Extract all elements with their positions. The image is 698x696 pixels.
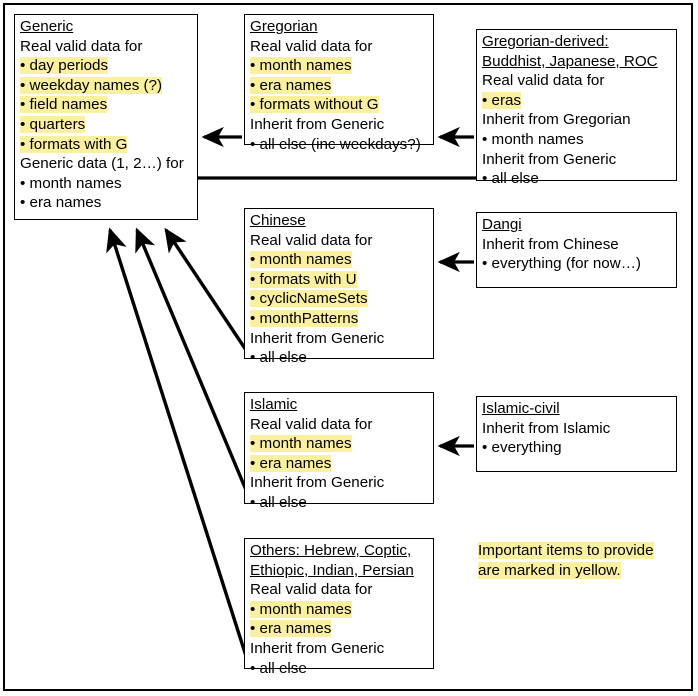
node-dangi[interactable]: Dangi Inherit from Chinese • everything … bbox=[476, 212, 677, 288]
node-generic-line-4: • quarters bbox=[20, 115, 86, 133]
node-others-title2: Ethiopic, Indian, Persian bbox=[250, 561, 414, 579]
node-islamic-civil-line-0: Inherit from Islamic bbox=[482, 419, 611, 437]
node-generic[interactable]: Generic Real valid data for • day period… bbox=[14, 14, 198, 220]
node-others-line-1: • month names bbox=[250, 600, 352, 618]
node-islamic-civil-title: Islamic-civil bbox=[482, 400, 560, 417]
node-islamic-line-4: • all else bbox=[250, 493, 307, 511]
node-dangi-line-0: Inherit from Chinese bbox=[482, 235, 619, 253]
node-chinese-line-6: • all else bbox=[250, 349, 307, 367]
node-gregorian-line-2: • era names bbox=[250, 76, 332, 94]
node-chinese-line-2: • formats with U bbox=[250, 270, 357, 288]
node-gregorian-derived-line-4: Inherit from Generic bbox=[482, 150, 617, 168]
node-generic-line-0: Real valid data for bbox=[20, 37, 143, 55]
node-islamic-line-1: • month names bbox=[250, 435, 352, 453]
diagram-outer-frame bbox=[3, 3, 693, 691]
node-gregorian-derived-title: Gregorian-derived: bbox=[482, 33, 609, 50]
node-islamic-civil-line-1: • everything bbox=[482, 439, 562, 457]
node-chinese-line-5: Inherit from Generic bbox=[250, 329, 385, 347]
node-generic-line-6: Generic data (1, 2…) for bbox=[20, 155, 184, 173]
legend-highlight-note: Important items to provide are marked in… bbox=[478, 541, 654, 580]
node-islamic-civil[interactable]: Islamic-civil Inherit from Islamic • eve… bbox=[476, 396, 677, 472]
node-gregorian[interactable]: Gregorian Real valid data for • month na… bbox=[244, 14, 434, 153]
node-gregorian-line-3: • formats without G bbox=[250, 96, 379, 114]
node-others-title: Others: Hebrew, Coptic, bbox=[250, 542, 412, 559]
node-generic-line-3: • field names bbox=[20, 96, 108, 114]
node-islamic-title: Islamic bbox=[250, 396, 298, 413]
node-dangi-line-1: • everything (for now…) bbox=[482, 255, 641, 273]
node-gregorian-line-1: • month names bbox=[250, 57, 352, 75]
node-chinese-line-3: • cyclicNameSets bbox=[250, 290, 368, 308]
node-generic-line-7: • month names bbox=[20, 174, 122, 192]
node-generic-line-5: • formats with G bbox=[20, 135, 128, 153]
node-gregorian-title: Gregorian bbox=[250, 18, 318, 35]
node-chinese-line-4: • monthPatterns bbox=[250, 309, 359, 327]
legend-line-1: Important items to provide bbox=[478, 542, 654, 559]
node-others-line-2: • era names bbox=[250, 620, 332, 638]
node-gregorian-derived-title2: Buddhist, Japanese, ROC bbox=[482, 52, 658, 70]
node-generic-title: Generic bbox=[20, 18, 74, 35]
node-islamic-line-2: • era names bbox=[250, 454, 332, 472]
node-gregorian-line-5: • all else (inc weekdays?) bbox=[250, 135, 421, 153]
node-others[interactable]: Others: Hebrew, Coptic, Ethiopic, Indian… bbox=[244, 538, 434, 677]
node-dangi-title: Dangi bbox=[482, 216, 522, 233]
node-gregorian-derived-line-1: • eras bbox=[482, 91, 522, 109]
node-gregorian-derived-line-2: Inherit from Gregorian bbox=[482, 111, 631, 129]
node-islamic-line-3: Inherit from Generic bbox=[250, 474, 385, 492]
node-islamic[interactable]: Islamic Real valid data for • month name… bbox=[244, 392, 434, 511]
node-islamic-line-0: Real valid data for bbox=[250, 415, 373, 433]
node-chinese-line-0: Real valid data for bbox=[250, 231, 373, 249]
node-chinese[interactable]: Chinese Real valid data for • month name… bbox=[244, 208, 434, 366]
node-gregorian-line-0: Real valid data for bbox=[250, 37, 373, 55]
node-gregorian-derived-line-3: • month names bbox=[482, 130, 584, 148]
legend-line-2: are marked in yellow. bbox=[478, 561, 621, 579]
node-others-line-0: Real valid data for bbox=[250, 581, 373, 599]
node-chinese-line-1: • month names bbox=[250, 251, 352, 269]
node-generic-line-8: • era names bbox=[20, 194, 102, 212]
node-generic-line-2: • weekday names (?) bbox=[20, 76, 163, 94]
node-others-line-4: • all else bbox=[250, 659, 307, 677]
node-chinese-title: Chinese bbox=[250, 212, 306, 229]
node-gregorian-line-4: Inherit from Generic bbox=[250, 115, 385, 133]
node-others-line-3: Inherit from Generic bbox=[250, 639, 385, 657]
node-generic-line-1: • day periods bbox=[20, 57, 109, 75]
node-gregorian-derived[interactable]: Gregorian-derived: Buddhist, Japanese, R… bbox=[476, 29, 677, 187]
node-gregorian-derived-line-0: Real valid data for bbox=[482, 72, 605, 90]
node-gregorian-derived-line-5: • all else bbox=[482, 170, 539, 188]
